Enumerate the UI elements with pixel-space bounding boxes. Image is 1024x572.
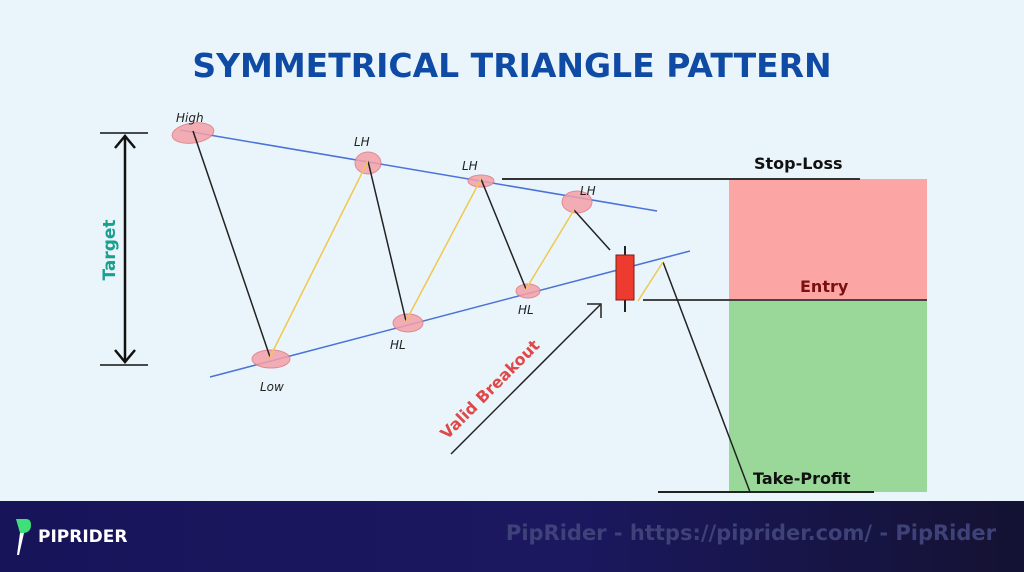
footer-bar: PIPRIDER PipRider - https://piprider.com…	[0, 501, 1024, 572]
label-stop-loss: Stop-Loss	[754, 154, 843, 173]
stop-loss-zone	[729, 179, 927, 300]
down-legs	[192, 130, 271, 358]
breakout-arrow	[450, 304, 601, 455]
brand-logo[interactable]: PIPRIDER	[12, 517, 127, 557]
footer-url-text: PipRider - https://piprider.com/ - PipRi…	[505, 521, 996, 545]
page-title: SYMMETRICAL TRIANGLE PATTERN	[192, 46, 832, 85]
piprider-logo-icon	[16, 519, 31, 555]
label-take-profit: Take-Profit	[753, 469, 851, 488]
label-target: Target	[100, 219, 120, 280]
label-lh-1: LH	[354, 135, 370, 149]
label-low: Low	[260, 380, 284, 394]
label-lh-3: LH	[580, 184, 596, 198]
label-valid-breakout: Valid Breakout	[436, 336, 543, 443]
brand-name: PIPRIDER	[38, 527, 128, 547]
label-hl-1: HL	[390, 338, 406, 352]
label-entry: Entry	[800, 277, 849, 296]
triangle-diagram: High Low LH HL LH HL LH Target Valid Bre…	[100, 111, 927, 493]
lower-trendline	[209, 250, 691, 378]
label-high: High	[176, 111, 204, 125]
label-hl-2: HL	[518, 303, 534, 317]
take-profit-zone	[729, 300, 927, 492]
breakout-candle	[615, 254, 635, 301]
up-legs	[269, 160, 369, 358]
label-lh-2: LH	[462, 159, 478, 173]
